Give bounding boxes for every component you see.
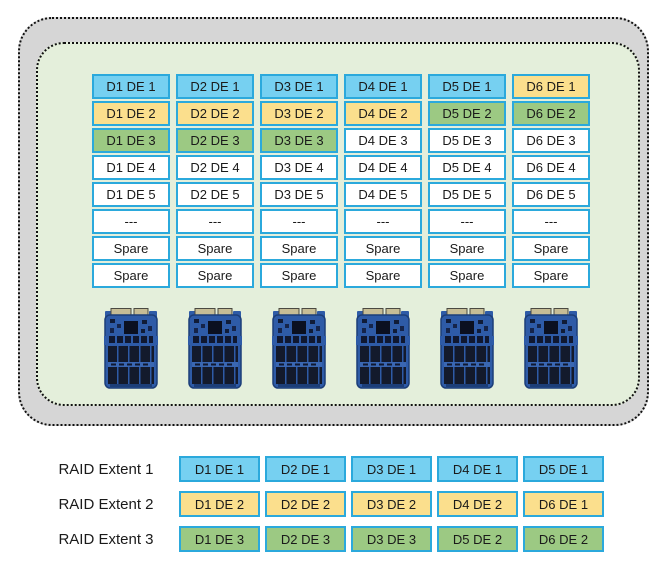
spare-extent-cell: Spare [260, 236, 338, 261]
drive-extent-cell: D5 DE 2 [428, 101, 506, 126]
drive-extent-cell: D3 DE 4 [260, 155, 338, 180]
raid-extent-cell: D3 DE 2 [351, 491, 432, 517]
raid-extent-cell: D1 DE 3 [179, 526, 260, 552]
drive-extent-cell: D1 DE 4 [92, 155, 170, 180]
ellipsis-extent-cell: --- [260, 209, 338, 234]
raid-extent-cell: D5 DE 2 [437, 526, 518, 552]
spare-extent-cell: Spare [428, 263, 506, 288]
ellipsis-extent-cell: --- [344, 209, 422, 234]
drive-extent-cell: D1 DE 3 [92, 128, 170, 153]
raid-extent-cell: D4 DE 2 [437, 491, 518, 517]
raid-extent-cell: D5 DE 1 [523, 456, 604, 482]
spare-extent-cell: Spare [176, 236, 254, 261]
drive-extent-cell: D5 DE 4 [428, 155, 506, 180]
spare-extent-cell: Spare [428, 236, 506, 261]
spare-extent-cell: Spare [176, 263, 254, 288]
spare-extent-cell: Spare [344, 263, 422, 288]
drive-extent-cell: D2 DE 1 [176, 74, 254, 99]
drive-extent-cell: D6 DE 5 [512, 182, 590, 207]
drive-extent-cell: D3 DE 1 [260, 74, 338, 99]
spare-extent-cell: Spare [344, 236, 422, 261]
ellipsis-extent-cell: --- [428, 209, 506, 234]
spare-extent-cell: Spare [92, 263, 170, 288]
drive-extent-cell: D4 DE 1 [344, 74, 422, 99]
drive-extent-cell: D2 DE 3 [176, 128, 254, 153]
spare-extent-cell: Spare [92, 236, 170, 261]
drive-extent-cell: D5 DE 3 [428, 128, 506, 153]
disk-row [92, 308, 590, 390]
ellipsis-extent-cell: --- [512, 209, 590, 234]
raid-extent-cell: D1 DE 2 [179, 491, 260, 517]
drive-extent-cell: D4 DE 5 [344, 182, 422, 207]
drive-extent-cell: D2 DE 5 [176, 182, 254, 207]
drive-extent-cell: D1 DE 1 [92, 74, 170, 99]
raid-extent-label: RAID Extent 3 [58, 530, 154, 548]
drive-extent-cell: D1 DE 2 [92, 101, 170, 126]
drive-extent-cell: D3 DE 2 [260, 101, 338, 126]
raid-extent-cell: D2 DE 1 [265, 456, 346, 482]
ssd-drive-icon [176, 308, 254, 390]
spare-extent-cell: Spare [512, 263, 590, 288]
spare-extent-cell: Spare [260, 263, 338, 288]
drive-extent-cell: D2 DE 4 [176, 155, 254, 180]
drive-extent-cell: D3 DE 5 [260, 182, 338, 207]
raid-extent-cell: D3 DE 1 [351, 456, 432, 482]
drive-extent-cell: D4 DE 2 [344, 101, 422, 126]
raid-extent-cell: D1 DE 1 [179, 456, 260, 482]
raid-extent-cell: D4 DE 1 [437, 456, 518, 482]
ssd-drive-icon [512, 308, 590, 390]
ssd-drive-icon [344, 308, 422, 390]
drive-extent-cell: D2 DE 2 [176, 101, 254, 126]
ssd-drive-icon [428, 308, 506, 390]
ellipsis-extent-cell: --- [176, 209, 254, 234]
drive-extent-cell: D6 DE 1 [512, 74, 590, 99]
raid-extent-label: RAID Extent 2 [58, 495, 154, 513]
drive-extent-cell: D3 DE 3 [260, 128, 338, 153]
drive-extent-cell: D4 DE 3 [344, 128, 422, 153]
raid-extent-label: RAID Extent 1 [58, 460, 154, 478]
drive-extent-cell: D4 DE 4 [344, 155, 422, 180]
raid-extent-cell: D2 DE 3 [265, 526, 346, 552]
ellipsis-extent-cell: --- [92, 209, 170, 234]
drive-extent-cell: D6 DE 4 [512, 155, 590, 180]
raid-extent-cell: D6 DE 2 [523, 526, 604, 552]
raid-extent-cell: D3 DE 3 [351, 526, 432, 552]
ssd-drive-icon [260, 308, 338, 390]
raid-extent-cell: D2 DE 2 [265, 491, 346, 517]
drive-extent-cell: D5 DE 5 [428, 182, 506, 207]
raid-extent-cell: D6 DE 1 [523, 491, 604, 517]
drive-extent-cell: D6 DE 2 [512, 101, 590, 126]
drive-extent-cell: D5 DE 1 [428, 74, 506, 99]
spare-extent-cell: Spare [512, 236, 590, 261]
drive-extent-cell: D1 DE 5 [92, 182, 170, 207]
ssd-drive-icon [92, 308, 170, 390]
drive-extent-cell: D6 DE 3 [512, 128, 590, 153]
